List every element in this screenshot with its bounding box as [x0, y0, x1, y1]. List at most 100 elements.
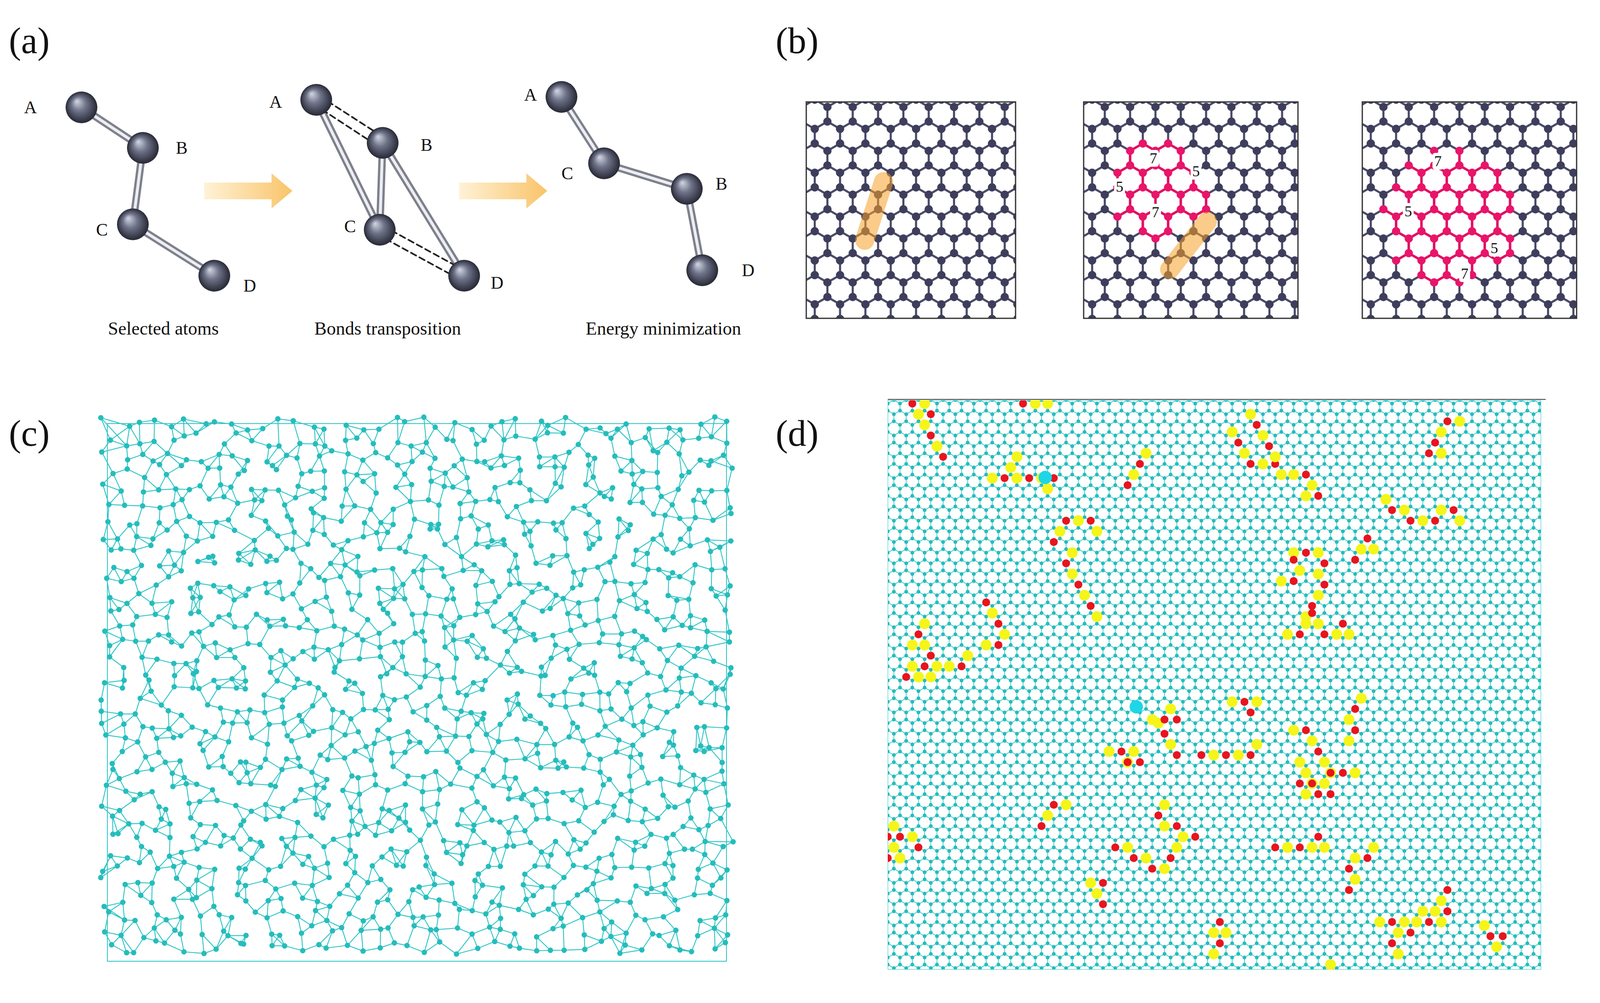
network-atom [527, 840, 534, 846]
network-atom [166, 853, 173, 859]
network-atom [553, 592, 559, 598]
network-atom [566, 449, 572, 455]
network-atom [517, 480, 523, 486]
lattice-atom [1556, 161, 1565, 170]
network-atom [391, 697, 398, 703]
network-atom [527, 487, 533, 493]
lattice-atom [962, 168, 971, 178]
network-atom [517, 467, 524, 473]
lattice-atom [899, 248, 908, 258]
network-atom [311, 424, 318, 430]
network-atom [242, 686, 249, 692]
lattice-atom [785, 300, 794, 309]
network-atom [214, 797, 220, 804]
lattice-atom [1026, 278, 1035, 287]
lattice-atom [937, 124, 946, 134]
network-atom [180, 549, 187, 556]
lattice-atom [1026, 102, 1035, 112]
lattice-atom [848, 161, 857, 170]
network-atom [149, 789, 155, 795]
lattice-atom [1556, 117, 1565, 126]
lattice-atom [987, 271, 997, 280]
lattice-atom [1049, 278, 1059, 287]
network-atom [675, 642, 682, 648]
lattice-atom [1239, 271, 1249, 280]
lattice-atom [1315, 139, 1325, 148]
lattice-atom [1506, 146, 1515, 155]
network-atom [304, 617, 310, 623]
lattice-atom [1531, 336, 1540, 346]
network-atom [564, 646, 570, 653]
network-atom [640, 732, 646, 738]
lattice-atom [1252, 146, 1261, 155]
network-atom [719, 759, 725, 766]
network-atom [134, 533, 140, 540]
network-atom [391, 586, 398, 592]
network-atom [642, 843, 648, 849]
network-atom [328, 742, 334, 749]
network-atom [690, 580, 696, 586]
lattice-atom [962, 183, 971, 192]
network-atom [491, 846, 497, 853]
lattice-atom [1013, 212, 1022, 221]
network-atom [570, 505, 577, 511]
network-atom [548, 655, 554, 661]
network-atom [321, 784, 327, 791]
lattice-atom [1556, 146, 1565, 155]
lattice-atom [1277, 248, 1287, 258]
network-atom [356, 791, 363, 798]
lattice-atom [1062, 168, 1072, 178]
network-atom [646, 426, 652, 432]
network-atom [386, 807, 392, 814]
lattice-atom [937, 300, 946, 309]
lattice-atom [1366, 344, 1375, 353]
lattice-atom [1556, 336, 1565, 346]
network-atom [136, 859, 143, 866]
lattice-atom [1163, 300, 1173, 309]
network-atom [269, 462, 276, 469]
network-atom [325, 647, 331, 653]
network-atom [390, 521, 397, 528]
lattice-atom [1315, 256, 1325, 265]
network-atom [136, 419, 143, 426]
lattice-atom [924, 190, 933, 199]
network-atom [339, 503, 346, 509]
network-atom [444, 436, 450, 442]
network-atom [279, 766, 285, 773]
network-atom [698, 700, 704, 706]
lattice-atom [1265, 256, 1274, 265]
network-atom [458, 553, 465, 560]
network-atom [473, 582, 479, 589]
network-atom [171, 660, 177, 667]
network-atom [688, 624, 694, 631]
network-atom [245, 640, 251, 647]
lattice-atom [886, 81, 895, 90]
network-atom [357, 592, 363, 598]
network-atom [424, 717, 430, 723]
lattice-atom [785, 344, 794, 353]
lattice-atom [1315, 81, 1325, 90]
lattice-atom [1594, 139, 1600, 148]
lattice-atom [1239, 139, 1249, 148]
lattice-atom [1026, 336, 1035, 346]
network-atom [581, 665, 587, 671]
network-atom [267, 782, 274, 788]
lattice-atom [1303, 146, 1312, 155]
lattice-atom [987, 212, 997, 221]
network-atom [670, 742, 677, 748]
network-atom [407, 533, 413, 539]
network-atom [482, 678, 488, 684]
network-atom [608, 435, 614, 442]
lattice-atom [1227, 292, 1236, 302]
network-atom [264, 558, 270, 564]
lattice-atom [861, 168, 870, 178]
network-atom [707, 806, 714, 812]
lattice-atom [949, 146, 959, 155]
lattice-atom [987, 344, 997, 353]
network-atom [312, 598, 318, 605]
network-atom [274, 678, 280, 684]
lattice-atom [1049, 146, 1059, 155]
lattice-atom [835, 212, 845, 221]
network-atom [538, 720, 544, 727]
network-atom [425, 497, 432, 503]
